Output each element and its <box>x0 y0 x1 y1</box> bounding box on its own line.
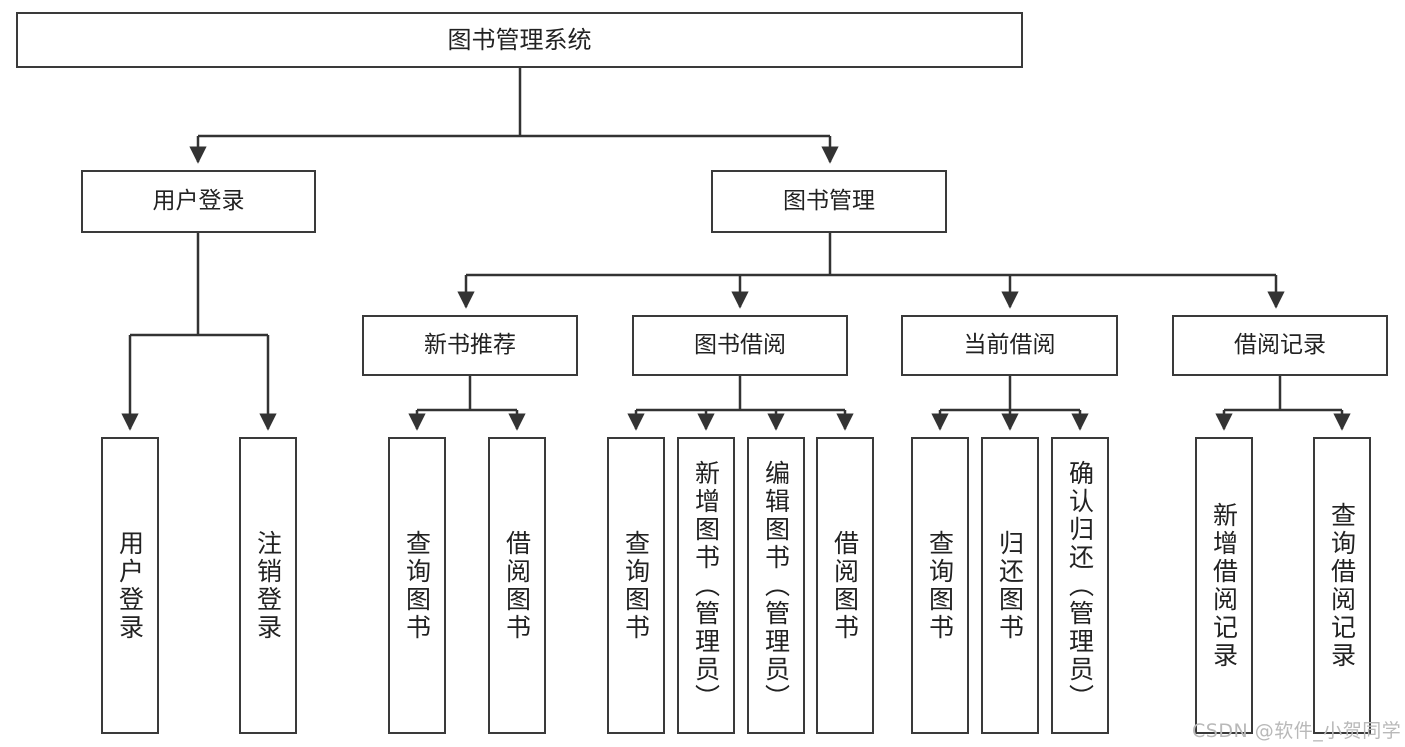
leaf-add-book-admin[interactable]: 新增图书（管理员） <box>677 437 735 734</box>
node-borrow-record[interactable]: 借阅记录 <box>1172 315 1388 376</box>
node-label: 查询借阅记录 <box>1327 501 1357 670</box>
node-label: 查询图书 <box>621 529 651 642</box>
node-label: 确认归还（管理员） <box>1065 459 1095 712</box>
node-label: 用户登录 <box>115 529 145 642</box>
node-label: 借阅图书 <box>502 529 532 642</box>
node-label: 查询图书 <box>402 529 432 642</box>
leaf-borrow-book-new-recommend[interactable]: 借阅图书 <box>488 437 546 734</box>
node-label: 归还图书 <box>995 529 1025 642</box>
leaf-query-book-new-recommend[interactable]: 查询图书 <box>388 437 446 734</box>
leaf-query-book-current[interactable]: 查询图书 <box>911 437 969 734</box>
leaf-query-borrow-record[interactable]: 查询借阅记录 <box>1313 437 1371 734</box>
node-label: 新增借阅记录 <box>1209 501 1239 670</box>
node-current-borrow[interactable]: 当前借阅 <box>901 315 1118 376</box>
node-label: 查询图书 <box>925 529 955 642</box>
node-label: 图书管理系统 <box>447 25 592 54</box>
node-label: 借阅记录 <box>1234 331 1326 358</box>
node-label: 用户登录 <box>152 187 245 214</box>
node-book-borrow[interactable]: 图书借阅 <box>632 315 848 376</box>
leaf-return-book[interactable]: 归还图书 <box>981 437 1039 734</box>
leaf-add-borrow-record[interactable]: 新增借阅记录 <box>1195 437 1253 734</box>
leaf-edit-book-admin[interactable]: 编辑图书（管理员） <box>747 437 805 734</box>
node-new-book-recommend[interactable]: 新书推荐 <box>362 315 578 376</box>
node-label: 新增图书（管理员） <box>691 459 721 712</box>
leaf-confirm-return-admin[interactable]: 确认归还（管理员） <box>1051 437 1109 734</box>
leaf-user-login[interactable]: 用户登录 <box>101 437 159 734</box>
node-label: 编辑图书（管理员） <box>761 459 791 712</box>
node-root-book-management-system[interactable]: 图书管理系统 <box>16 12 1023 68</box>
leaf-query-book-borrow[interactable]: 查询图书 <box>607 437 665 734</box>
leaf-logout-login[interactable]: 注销登录 <box>239 437 297 734</box>
node-user-login[interactable]: 用户登录 <box>81 170 316 233</box>
node-label: 借阅图书 <box>830 529 860 642</box>
csdn-watermark: CSDN @软件_小贺同学 <box>1192 720 1402 742</box>
node-label: 图书借阅 <box>694 331 786 358</box>
node-label: 当前借阅 <box>963 331 1056 358</box>
node-label: 注销登录 <box>253 529 283 642</box>
leaf-borrow-book[interactable]: 借阅图书 <box>816 437 874 734</box>
node-label: 图书管理 <box>783 187 875 214</box>
node-book-management[interactable]: 图书管理 <box>711 170 947 233</box>
node-label: 新书推荐 <box>424 331 516 358</box>
